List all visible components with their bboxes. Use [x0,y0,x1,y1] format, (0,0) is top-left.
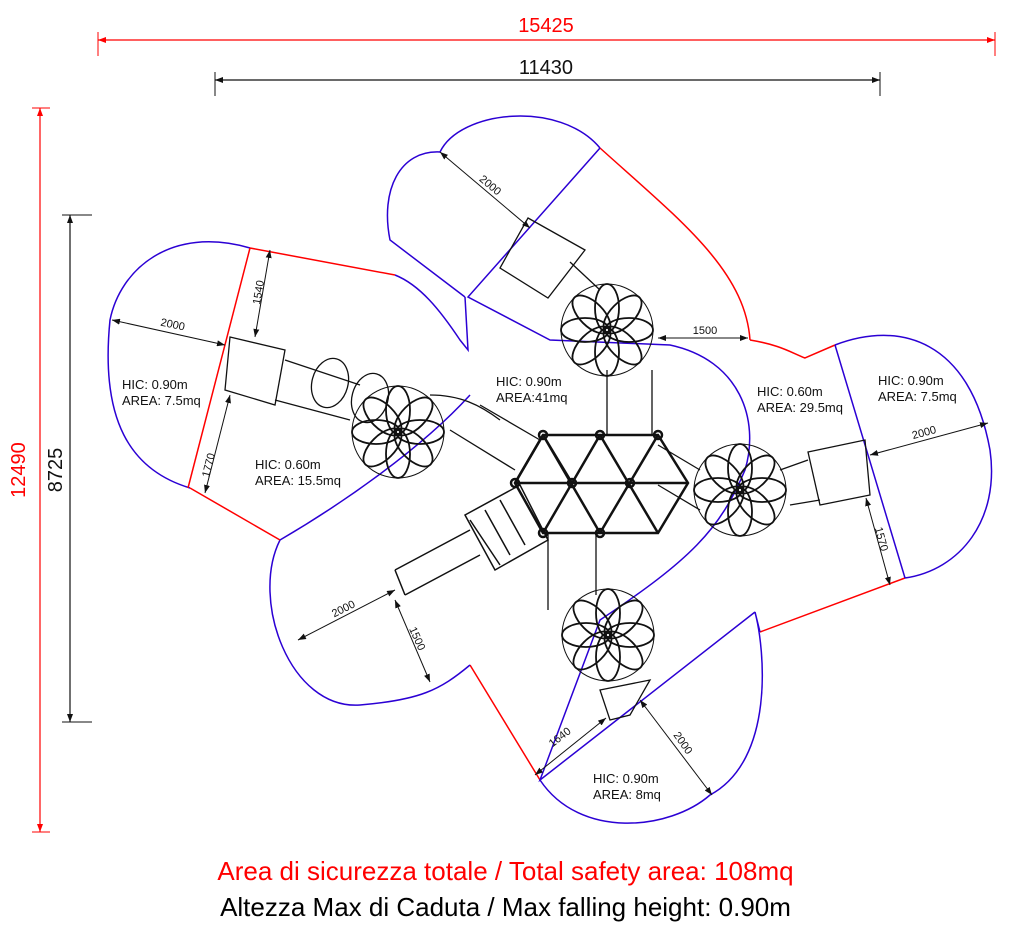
structure-height-dimension: 8725 [45,214,92,723]
zone-hic: HIC: 0.90m [122,377,188,392]
dim-bottom-clearance: 2000 [671,730,695,757]
dim-lower-left-side: 1500 [406,625,427,652]
spiral-climber [561,588,655,682]
zone-area: AREA:41mq [496,390,568,405]
max-falling-height: Altezza Max di Caduta / Max falling heig… [220,892,791,922]
zone-area: AREA: 8mq [593,787,661,802]
zone-hic: HIC: 0.90m [496,374,562,389]
dim-left-side-bottom: 1770 [200,452,218,479]
spiral-climber [693,443,787,537]
tunnel-right [779,439,871,506]
dim-left-side-top: 1540 [251,279,267,305]
zone-hic: HIC: 0.90m [878,373,944,388]
zone-hic: HIC: 0.60m [255,457,321,472]
total-safety-area: Area di sicurezza totale / Total safety … [217,856,794,886]
tunnel-top [499,217,601,299]
safety-area-boundary [107,115,993,824]
ramp [394,483,549,596]
dim-bottom-side: 1640 [547,725,574,750]
zone-hic: HIC: 0.90m [593,771,659,786]
tunnel-bottom [599,679,652,721]
dim-right-side: 1570 [872,526,890,553]
overall-width-label: 15425 [518,15,574,37]
zone-hic: HIC: 0.60m [757,384,823,399]
dim-left-clearance: 2000 [159,317,185,334]
dim-right-gap: 1500 [693,325,717,337]
zone-area: AREA: 15.5mq [255,473,341,488]
zone-area: AREA: 7.5mq [878,389,957,404]
zone-area: AREA: 29.5mq [757,400,843,415]
structure-width-dimension: 11430 [214,57,881,96]
zone-labels: HIC: 0.90m AREA: 7.5mq HIC: 0.60m AREA: … [122,373,957,802]
tunnel-left [224,336,390,424]
spiral-climber [351,385,445,479]
hexagon-deck [509,429,690,539]
overall-height-label: 12490 [8,442,30,498]
structure-height-label: 8725 [45,448,67,493]
dim-right-clearance: 2000 [911,424,938,442]
zone-area: AREA: 7.5mq [122,393,201,408]
overall-width-dimension: 15425 [97,15,996,56]
structure-width-label: 11430 [519,57,573,79]
spiral-climbers [351,283,787,682]
connectors [429,370,701,610]
overall-height-dimension: 12490 [8,107,50,833]
spiral-climber [560,283,654,377]
